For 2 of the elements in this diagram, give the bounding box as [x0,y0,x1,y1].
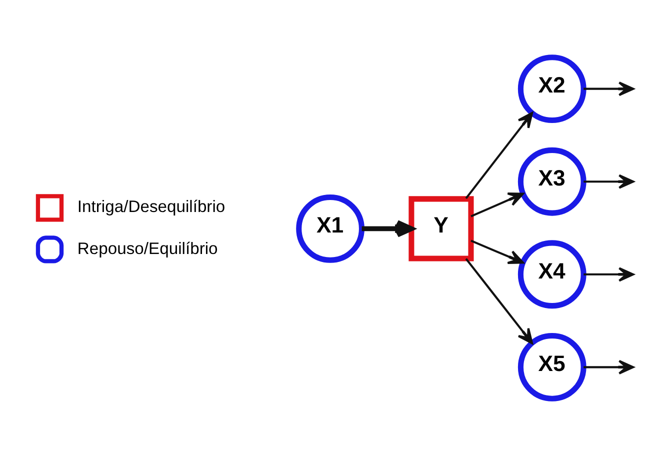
legend-label: Intriga/Desequilíbrio [77,197,226,216]
legend-label: Repouso/Equilíbrio [77,238,218,258]
